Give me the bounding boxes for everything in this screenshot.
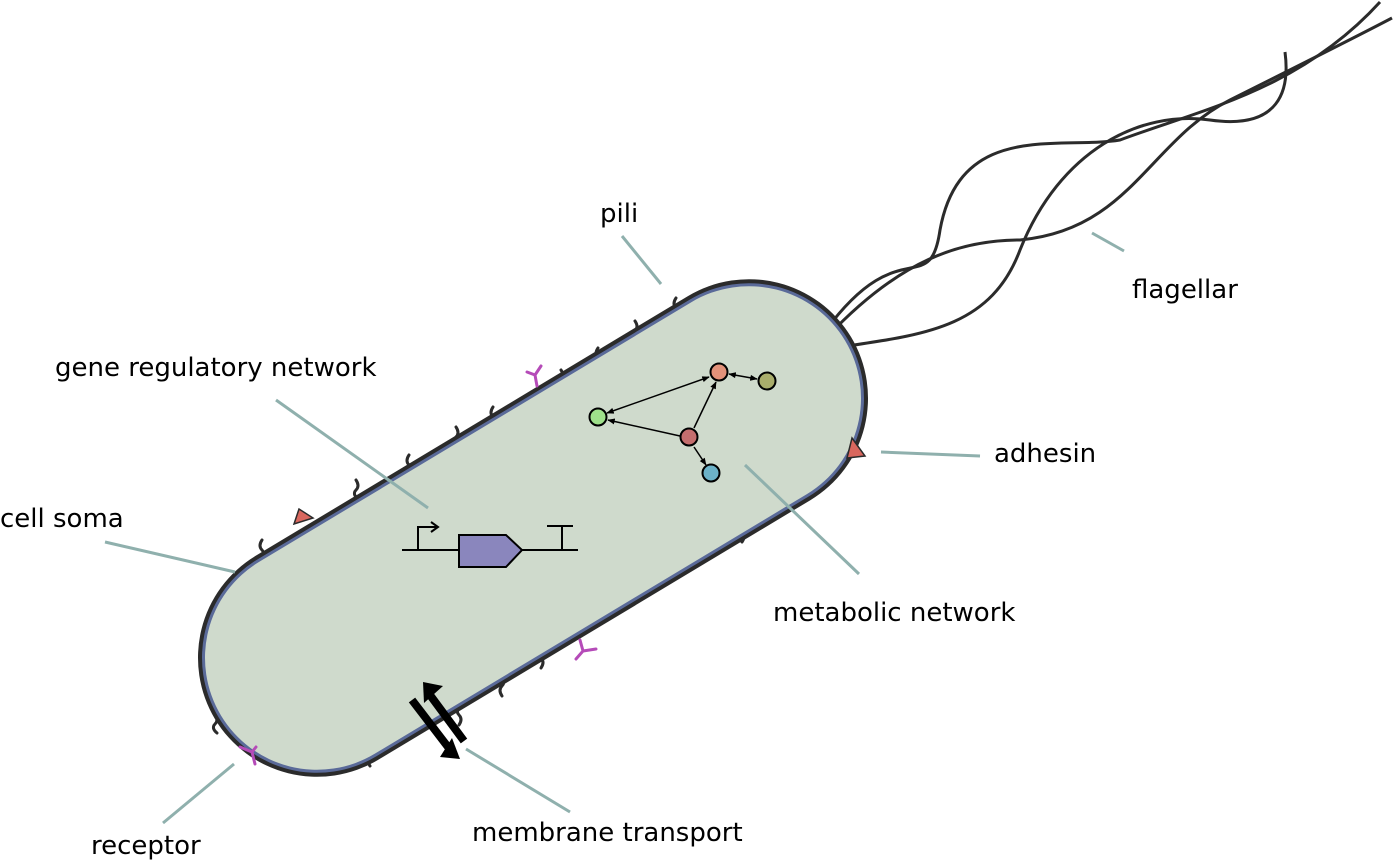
node-right	[757, 371, 777, 391]
receptor-top	[525, 364, 543, 388]
label-metabolic-network: metabolic network	[773, 598, 1015, 628]
adhesin-left	[292, 507, 315, 526]
node-bottom	[701, 463, 721, 483]
receptor-bottom	[238, 745, 258, 766]
leader-lines	[104, 231, 1125, 825]
labels: pili flagellar gene regulatory network a…	[0, 199, 1238, 861]
node-center	[679, 427, 699, 447]
edge-top-right	[728, 372, 758, 381]
transport-arrowhead-down	[440, 738, 460, 759]
label-gene-regulatory-network: gene regulatory network	[55, 353, 377, 383]
node-left	[588, 407, 608, 427]
flagella	[824, 0, 1393, 350]
adhesin-right	[846, 436, 867, 459]
edge-center-bottom	[693, 446, 707, 466]
coding-sequence	[458, 534, 524, 568]
receptors	[238, 364, 598, 766]
leader-metabolic-network	[743, 463, 861, 576]
receptor-lower	[574, 638, 598, 661]
label-pili: pili	[600, 199, 638, 229]
promoter-arrow	[417, 526, 436, 550]
edge-top-left	[606, 376, 710, 414]
leader-gene-regulatory-network	[275, 398, 429, 510]
label-receptor: receptor	[91, 831, 201, 861]
edge-center-left	[607, 418, 681, 437]
label-adhesin: adhesin	[994, 439, 1096, 469]
node-top	[709, 362, 729, 382]
label-flagellar: flagellar	[1132, 275, 1238, 305]
flagellum-3	[833, 51, 1288, 350]
cell-cytoplasm	[204, 286, 862, 770]
metabolic-network	[588, 362, 777, 483]
flagellum-1	[824, 0, 1382, 331]
leader-pili	[620, 235, 663, 285]
promoter-arrowhead	[430, 521, 440, 533]
gene-glyph	[402, 521, 578, 568]
leader-cell-soma	[104, 540, 236, 574]
leader-flagellar	[1091, 231, 1125, 253]
cell-body	[197, 279, 869, 777]
transport-arrowhead-up	[423, 682, 443, 703]
membrane-transport-arrows	[408, 682, 468, 759]
flagellum-2	[826, 16, 1393, 338]
leader-receptor	[162, 762, 235, 825]
edge-center-top	[693, 381, 717, 429]
label-membrane-transport: membrane transport	[472, 818, 743, 848]
terminator	[547, 525, 573, 550]
leader-membrane-transport	[465, 747, 571, 814]
label-cell-soma: cell soma	[0, 504, 124, 534]
leader-adhesin	[880, 450, 981, 458]
